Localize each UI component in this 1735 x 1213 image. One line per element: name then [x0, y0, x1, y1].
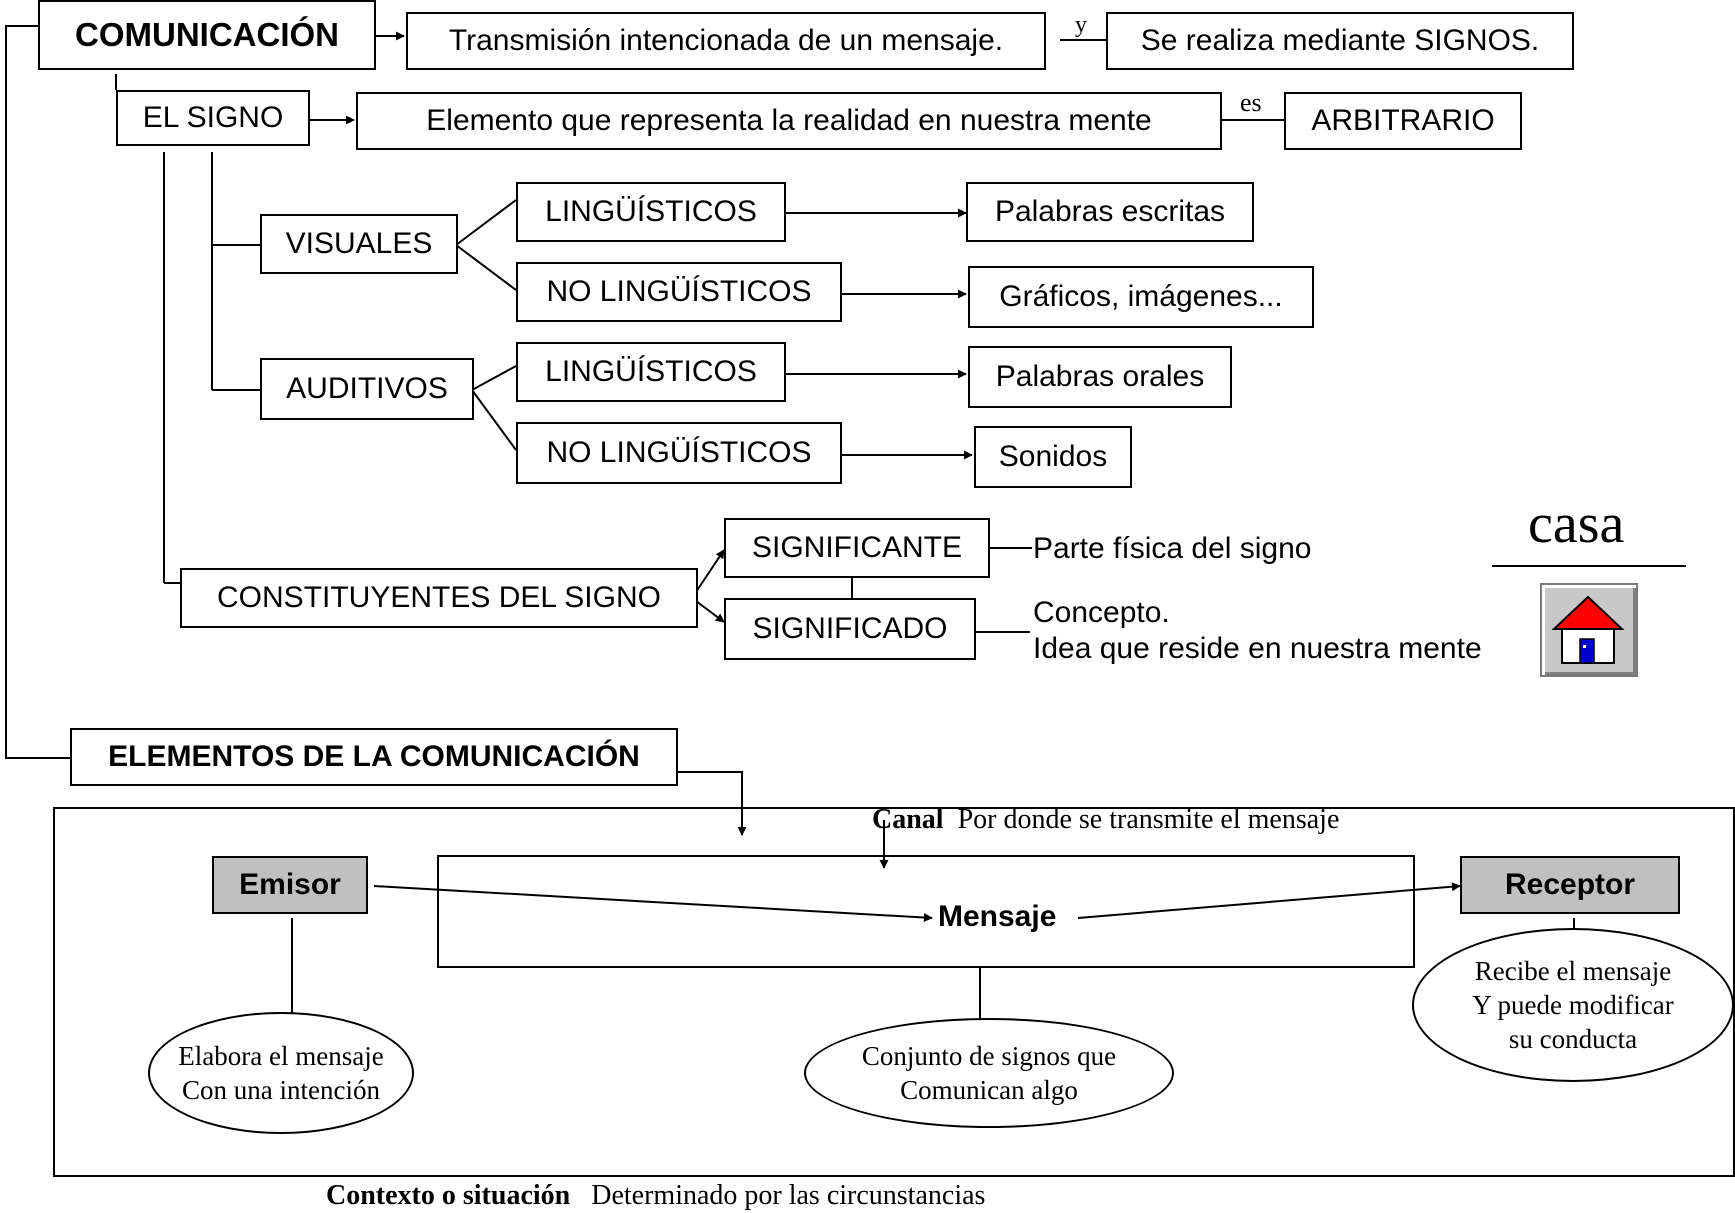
palabras-orales-box: Palabras orales: [968, 346, 1232, 408]
elementos-box: ELEMENTOS DE LA COMUNICACIÓN: [70, 728, 678, 786]
transmision-text: Transmisión intencionada de un mensaje.: [448, 24, 1004, 57]
mensaje-description-oval: Conjunto de signos que Comunican algo: [804, 1018, 1174, 1128]
transmision-box: Transmisión intencionada de un mensaje.: [406, 12, 1046, 70]
el-signo-title: EL SIGNO: [142, 101, 284, 134]
receptor-label: Receptor: [1504, 868, 1636, 901]
sonidos-text: Sonidos: [998, 440, 1108, 473]
constituyentes-box: CONSTITUYENTES DEL SIGNO: [180, 568, 698, 628]
auditivos-box: AUDITIVOS: [260, 358, 474, 420]
signo-definition-text: Elemento que representa la realidad en n…: [426, 104, 1152, 137]
significado-box: SIGNIFICADO: [724, 598, 976, 660]
receptor-box: Receptor: [1460, 856, 1680, 914]
receptor-description-oval: Recibe el mensaje Y puede modificar su c…: [1412, 928, 1734, 1082]
mensaje-description-1: Conjunto de signos que: [861, 1041, 1117, 1071]
emisor-description-1: Elabora el mensaje: [178, 1041, 384, 1071]
significado-description-2: Idea que reside en nuestra mente: [1033, 632, 1482, 665]
visuales-box: VISUALES: [260, 214, 458, 274]
constituyentes-label: CONSTITUYENTES DEL SIGNO: [217, 581, 661, 614]
visuales-label: VISUALES: [285, 227, 433, 260]
visuales-linguisticos-label: LINGÜÍSTICOS: [545, 195, 757, 228]
palabras-escritas-text: Palabras escritas: [994, 195, 1226, 228]
receptor-description-3: su conducta: [1508, 1024, 1638, 1054]
canal-description: Por donde se transmite el mensaje: [957, 804, 1340, 835]
visuales-no-linguisticos-box: NO LINGÜÍSTICOS: [516, 262, 842, 322]
y-connector-label: y: [1075, 12, 1087, 38]
significado-description-1: Concepto.: [1033, 596, 1170, 629]
canal-box: [437, 855, 1415, 968]
graficos-imagenes-box: Gráficos, imágenes...: [968, 266, 1314, 328]
casa-word: casa: [1528, 493, 1625, 555]
contexto-label: Contexto o situación: [326, 1180, 571, 1211]
arbitrario-box: ARBITRARIO: [1284, 92, 1522, 150]
significante-label: SIGNIFICANTE: [751, 531, 962, 564]
signo-definition-box: Elemento que representa la realidad en n…: [356, 92, 1222, 150]
mensaje-description-2: Comunican algo: [900, 1075, 1078, 1105]
palabras-escritas-box: Palabras escritas: [966, 182, 1254, 242]
palabras-orales-text: Palabras orales: [995, 360, 1205, 393]
arbitrario-text: ARBITRARIO: [1311, 104, 1495, 137]
graficos-imagenes-text: Gráficos, imágenes...: [999, 280, 1283, 313]
significado-label: SIGNIFICADO: [752, 612, 948, 645]
signos-text: Se realiza mediante SIGNOS.: [1140, 24, 1540, 57]
el-signo-box: EL SIGNO: [116, 90, 310, 146]
auditivos-no-linguisticos-label: NO LINGÜÍSTICOS: [546, 436, 812, 469]
signos-box: Se realiza mediante SIGNOS.: [1106, 12, 1574, 70]
auditivos-no-linguisticos-box: NO LINGÜÍSTICOS: [516, 422, 842, 484]
visuales-no-linguisticos-label: NO LINGÜÍSTICOS: [546, 275, 812, 308]
communication-frame: [53, 807, 1735, 1177]
elementos-title: ELEMENTOS DE LA COMUNICACIÓN: [108, 740, 640, 773]
mensaje-label: Mensaje: [938, 900, 1057, 933]
contexto-row: Contexto o situación Determinado por las…: [326, 1180, 985, 1212]
sonidos-box: Sonidos: [974, 426, 1132, 488]
house-icon: [1540, 583, 1638, 677]
emisor-label: Emisor: [239, 868, 341, 901]
comunicacion-box: COMUNICACIÓN: [38, 0, 376, 70]
canal-label-row: Canal Por donde se transmite el mensaje: [872, 804, 1339, 836]
canal-label: Canal: [872, 804, 944, 835]
es-connector-label: es: [1240, 88, 1262, 117]
auditivos-label: AUDITIVOS: [286, 372, 448, 405]
visuales-linguisticos-box: LINGÜÍSTICOS: [516, 182, 786, 242]
contexto-description: Determinado por las circunstancias: [591, 1180, 986, 1211]
significante-box: SIGNIFICANTE: [724, 518, 990, 578]
emisor-description-2: Con una intención: [182, 1075, 380, 1105]
emisor-box: Emisor: [212, 856, 368, 914]
receptor-description-2: Y puede modificar: [1472, 990, 1674, 1020]
auditivos-linguisticos-box: LINGÜÍSTICOS: [516, 342, 786, 402]
emisor-description-oval: Elabora el mensaje Con una intención: [148, 1012, 414, 1134]
auditivos-linguisticos-label: LINGÜÍSTICOS: [545, 355, 757, 388]
comunicacion-title: COMUNICACIÓN: [75, 16, 339, 53]
significante-description: Parte física del signo: [1033, 532, 1312, 565]
receptor-description-1: Recibe el mensaje: [1474, 956, 1672, 986]
